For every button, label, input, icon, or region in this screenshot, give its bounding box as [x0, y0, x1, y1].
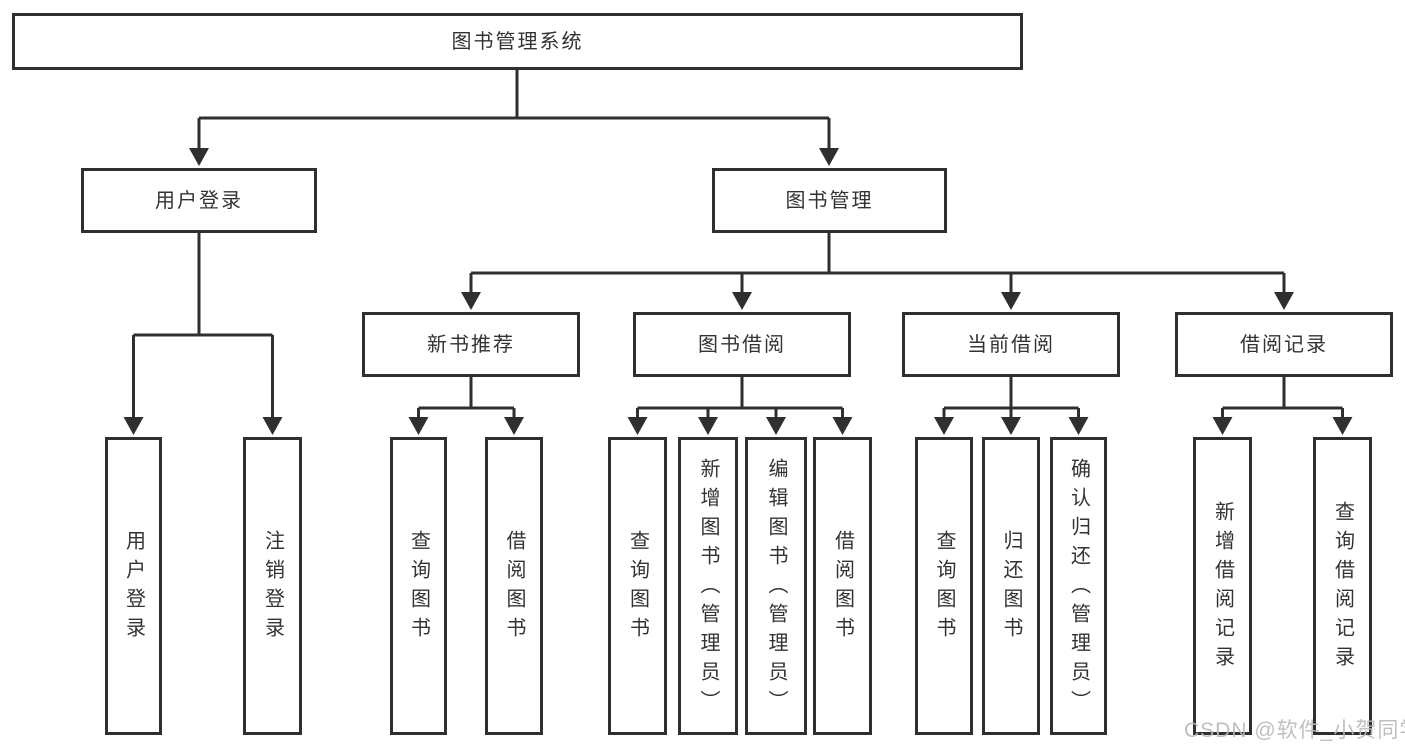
- leaf-query-books-recommend: 查询图书: [390, 437, 447, 735]
- node-user-login: 用户登录: [81, 168, 317, 233]
- node-borrowing-records: 借阅记录: [1175, 312, 1393, 377]
- leaf-query-books-borrowing: 查询图书: [608, 437, 667, 735]
- leaf-borrow-books: 借阅图书: [813, 437, 872, 735]
- leaf-add-borrow-record: 新增借阅记录: [1193, 437, 1252, 735]
- leaf-edit-books-admin: 编辑图书（管理员）: [745, 437, 807, 735]
- leaf-query-books-current: 查询图书: [915, 437, 973, 735]
- node-current-borrowing: 当前借阅: [902, 312, 1120, 377]
- csdn-watermark: CSDN @软件_小贺同学: [1184, 719, 1405, 742]
- node-new-book-recommend: 新书推荐: [362, 312, 580, 377]
- leaf-return-books: 归还图书: [982, 437, 1040, 735]
- leaf-borrow-books-recommend: 借阅图书: [485, 437, 543, 735]
- leaf-user-login: 用户登录: [105, 437, 162, 735]
- leaf-logout: 注销登录: [243, 437, 302, 735]
- tree-edges: [132, 70, 1344, 418]
- leaf-add-books-admin: 新增图书（管理员）: [678, 437, 738, 735]
- arrowheads: [123, 148, 1353, 435]
- node-book-management: 图书管理: [712, 168, 947, 233]
- leaf-confirm-return-admin: 确认归还（管理员）: [1050, 437, 1107, 735]
- node-root-library-management-system: 图书管理系统: [12, 13, 1023, 70]
- node-book-borrowing: 图书借阅: [633, 312, 851, 377]
- leaf-query-borrow-record: 查询借阅记录: [1313, 437, 1372, 735]
